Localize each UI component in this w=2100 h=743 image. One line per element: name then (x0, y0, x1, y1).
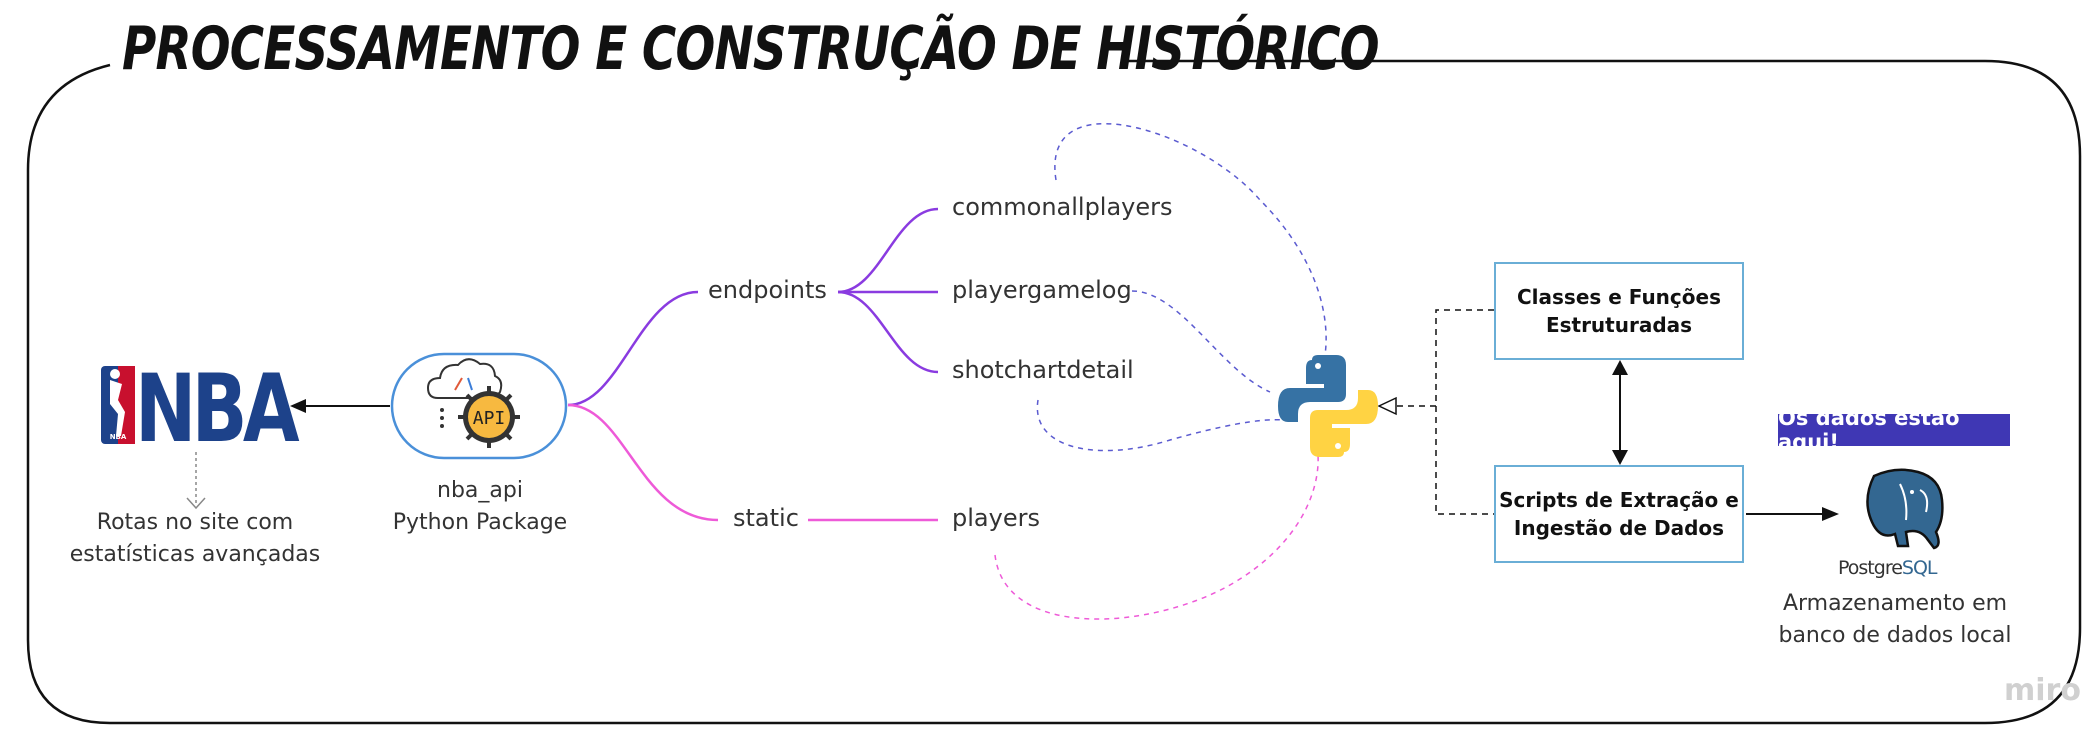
dashed-playergamelog-python (1131, 290, 1271, 393)
more-dots-icon (440, 408, 444, 428)
box-classes-line-1: Classes e Funções (1516, 285, 1721, 309)
leaf-players: players (952, 504, 1040, 532)
nba-logo-text: NBA (135, 355, 300, 464)
bidirectional-arrow-up (1612, 360, 1628, 375)
branch-endpoints: endpoints (708, 276, 827, 304)
leaf-commonallplayers: commonallplayers (952, 193, 1173, 221)
api-caption: nba_api Python Package (360, 475, 600, 539)
outer-frame (26, 59, 2082, 725)
leaf-playergamelog: playergamelog (952, 276, 1132, 304)
branch-static: static (733, 504, 799, 532)
arrow-head-nba (290, 399, 306, 413)
dashed-commonallplayers-python (1054, 122, 1327, 356)
nba-logo-small-text: NBA (110, 433, 127, 441)
data-location-badge: Os dados estão aqui! (1778, 406, 2010, 454)
box-classes-funcoes: Classes e Funções Estruturadas (1494, 262, 1744, 360)
dashed-shotchartdetail-python (1036, 399, 1285, 452)
arrow-head-postgres (1822, 507, 1839, 521)
postgres-logo-text-a: Postgre (1838, 557, 1903, 579)
api-node: API (390, 352, 568, 460)
leaf-line-shotchartdetail (837, 290, 939, 374)
dashed-players-python (994, 454, 1319, 620)
dotted-nba-caption-head (186, 497, 206, 510)
postgres-logo-text: PostgreSQL (1838, 557, 1938, 579)
miro-watermark: miro (2004, 673, 2081, 708)
box-classes-line-2: Estruturadas (1545, 313, 1693, 337)
postgres-logo-text-b: SQL (1901, 557, 1938, 579)
hollow-triangle-python (1377, 396, 1397, 416)
postgres-elephant-icon (1866, 468, 1944, 550)
postgres-caption-line-2: banco de dados local (1778, 623, 2012, 648)
postgres-caption-line-1: Armazenamento em (1782, 591, 2008, 616)
gear-icon: API (458, 386, 520, 448)
cloud-icon (426, 358, 503, 399)
api-caption-line-1: nba_api (437, 478, 523, 503)
leaf-shotchartdetail: shotchartdetail (952, 356, 1134, 384)
box-scripts-line-2: Ingestão de Dados (1513, 516, 1725, 540)
box-scripts-line-1: Scripts de Extração e (1499, 488, 1739, 512)
nba-caption: Rotas no site com estatísticas avançadas (50, 507, 340, 571)
branch-line-endpoints (567, 290, 699, 407)
leaf-line-commonallplayers (837, 207, 939, 294)
nba-caption-line-2: estatísticas avançadas (69, 542, 321, 567)
branch-line-static (567, 403, 719, 522)
dashed-boxes-python (1396, 309, 1494, 515)
bidirectional-arrow-down (1612, 450, 1628, 465)
python-logo (1278, 355, 1378, 457)
nba-caption-line-1: Rotas no site com (96, 510, 294, 535)
page-title: PROCESSAMENTO E CONSTRUÇÃO DE HISTÓRICO (122, 14, 1380, 84)
api-gear-text: API (473, 408, 506, 429)
box-scripts-extracao: Scripts de Extração e Ingestão de Dados (1494, 465, 1744, 563)
api-caption-line-2: Python Package (392, 510, 568, 535)
nba-logo-mark: NBA (101, 366, 135, 444)
postgres-caption: Armazenamento em banco de dados local (1770, 588, 2020, 652)
